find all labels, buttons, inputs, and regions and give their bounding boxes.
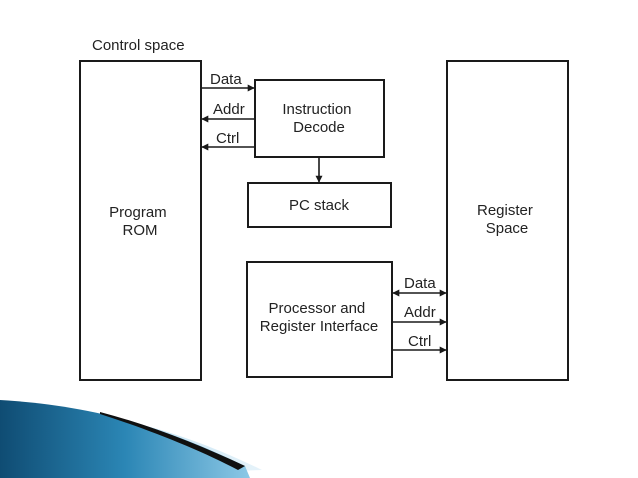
left-data-label: Data <box>210 71 242 88</box>
pc-stack-label: PC stack <box>289 197 350 214</box>
register-space-box <box>446 60 569 381</box>
right-ctrl-label: Ctrl <box>408 333 431 350</box>
pc-stack-box <box>247 182 392 228</box>
processor-interface-label: Processor and Register Interface <box>260 300 378 335</box>
left-addr-label: Addr <box>213 101 245 118</box>
program-rom-box <box>79 60 202 381</box>
register-space-label: Register Space <box>477 202 537 237</box>
instruction-decode-box <box>254 79 385 158</box>
right-data-label: Data <box>404 275 436 292</box>
decorative-swoosh <box>0 400 262 478</box>
left-ctrl-label: Ctrl <box>216 130 239 147</box>
processor-interface-box <box>246 261 393 378</box>
instruction-decode-label: Instruction Decode <box>282 101 355 136</box>
diagram-title: Control space <box>92 37 185 54</box>
program-rom-label: Program ROM <box>109 204 171 239</box>
right-addr-label: Addr <box>404 304 436 321</box>
